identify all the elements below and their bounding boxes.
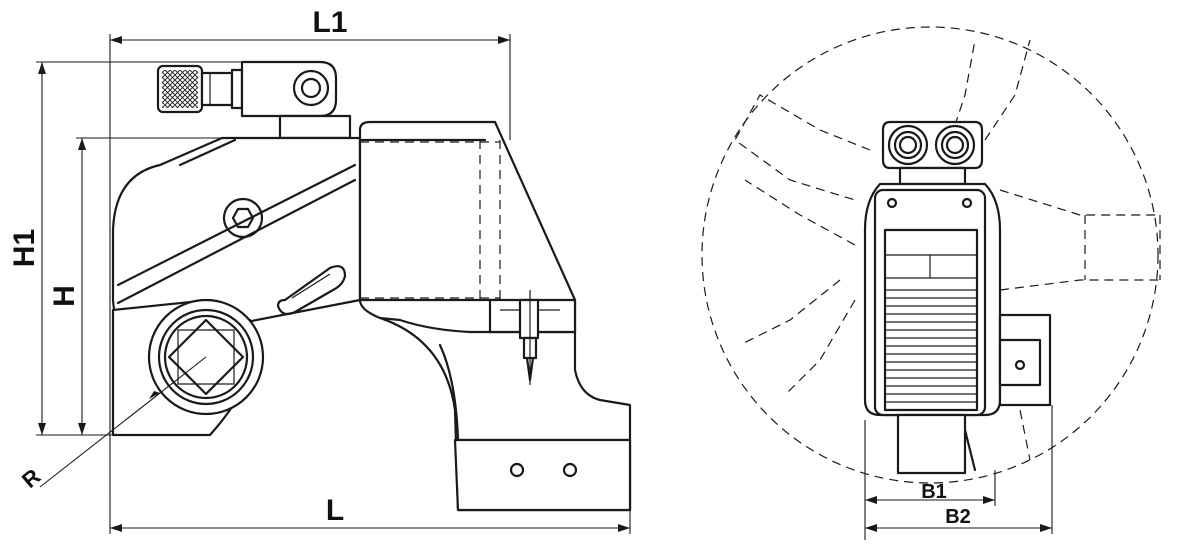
front-body bbox=[863, 182, 1052, 475]
label-b1: B1 bbox=[921, 481, 947, 503]
dimension-h1 bbox=[36, 61, 242, 436]
label-h1: H1 bbox=[8, 229, 41, 267]
label-b2: B2 bbox=[945, 506, 971, 528]
dimension-r bbox=[39, 356, 207, 488]
dimension-l bbox=[109, 500, 631, 534]
twin-swivel bbox=[881, 120, 984, 186]
grip-ribs bbox=[885, 289, 977, 403]
swing-circle bbox=[701, 26, 1159, 484]
cylinder-housing bbox=[358, 120, 577, 385]
hose-swivel bbox=[156, 60, 352, 140]
reaction-arm bbox=[379, 316, 632, 512]
dimension-b2 bbox=[865, 405, 1053, 534]
dimension-h bbox=[76, 137, 360, 435]
housing-body bbox=[111, 136, 362, 437]
dimension-b1 bbox=[864, 420, 996, 540]
dimension-l1 bbox=[109, 34, 511, 500]
side-view: L1 L H1 H bbox=[8, 6, 632, 534]
label-r: R bbox=[17, 464, 45, 493]
front-view: B1 B2 bbox=[701, 26, 1161, 540]
label-l1: L1 bbox=[312, 6, 347, 39]
label-h: H bbox=[48, 285, 81, 307]
label-l: L bbox=[326, 494, 344, 527]
reaction-positions bbox=[734, 39, 1161, 461]
